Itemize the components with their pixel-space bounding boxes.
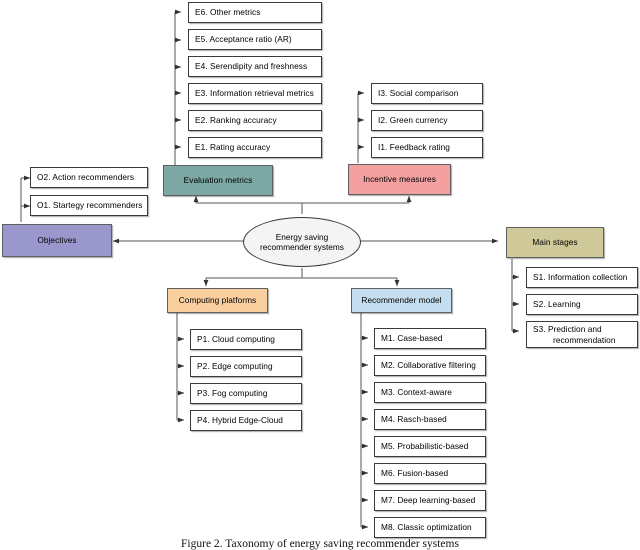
leaf-S1[interactable]: S1. Information collection	[526, 267, 638, 288]
leaf-O1-label: O1. Startegy recommenders	[37, 200, 143, 211]
category-computing-platforms-label: Computing platforms	[178, 295, 257, 306]
leaf-P1-label: P1. Cloud computing	[197, 334, 275, 345]
leaf-M6-label: M6. Fusion-based	[381, 468, 449, 479]
leaf-I2[interactable]: I2. Green currency	[371, 110, 483, 131]
leaf-S2-label: S2. Learning	[533, 299, 581, 310]
leaf-E6-label: E6. Other metrics	[195, 7, 261, 18]
leaf-P1[interactable]: P1. Cloud computing	[190, 329, 302, 350]
figure-caption: Figure 2. Taxonomy of energy saving reco…	[181, 538, 459, 550]
leaf-M7-label: M7. Deep learning-based	[381, 495, 476, 506]
leaf-E3[interactable]: E3. Information retrieval metrics	[188, 83, 322, 104]
leaf-O1[interactable]: O1. Startegy recommenders	[30, 195, 148, 216]
leaf-M1[interactable]: M1. Case-based	[374, 328, 486, 349]
leaf-S3[interactable]: S3. Prediction and recommendation	[526, 321, 638, 348]
category-objectives-label: Objectives	[37, 235, 77, 246]
leaf-E6[interactable]: E6. Other metrics	[188, 2, 322, 23]
leaf-M3[interactable]: M3. Context-aware	[374, 382, 486, 403]
category-main-stages[interactable]: Main stages	[506, 227, 604, 258]
leaf-S1-label: S1. Information collection	[533, 272, 628, 283]
leaf-O2[interactable]: O2. Action recommenders	[30, 167, 148, 188]
root-node-label: Energy saving recommender systems	[260, 231, 344, 252]
leaf-M6[interactable]: M6. Fusion-based	[374, 463, 486, 484]
leaf-E4[interactable]: E4. Serendipity and freshness	[188, 56, 322, 77]
leaf-S3-label: S3. Prediction and recommendation	[533, 324, 616, 345]
leaf-M4[interactable]: M4. Rasch-based	[374, 409, 486, 430]
leaf-S2[interactable]: S2. Learning	[526, 294, 638, 315]
leaf-I3-label: I3. Social comparison	[378, 88, 459, 99]
category-incentive-measures[interactable]: Incentive measures	[348, 164, 451, 195]
leaf-M8-label: M8. Classic optimization	[381, 522, 472, 533]
leaf-E2[interactable]: E2. Ranking accuracy	[188, 110, 322, 131]
category-recommender-model-label: Recommender model	[361, 295, 442, 306]
category-recommender-model[interactable]: Recommender model	[351, 288, 452, 313]
category-computing-platforms[interactable]: Computing platforms	[167, 288, 268, 313]
leaf-M5-label: M5. Probabilistic-based	[381, 441, 469, 452]
leaf-I1-label: I1. Feedback rating	[378, 142, 450, 153]
leaf-E4-label: E4. Serendipity and freshness	[195, 61, 308, 72]
leaf-M2-label: M2. Collaborative filtering	[381, 360, 476, 371]
leaf-M7[interactable]: M7. Deep learning-based	[374, 490, 486, 511]
category-evaluation-metrics[interactable]: Evaluation metrics	[163, 165, 273, 196]
leaf-I2-label: I2. Green currency	[378, 115, 448, 126]
leaf-P3[interactable]: P3. Fog computing	[190, 383, 302, 404]
leaf-E3-label: E3. Information retrieval metrics	[195, 88, 314, 99]
category-incentive-measures-label: Incentive measures	[363, 174, 436, 185]
leaf-P2[interactable]: P2. Edge computing	[190, 356, 302, 377]
leaf-O2-label: O2. Action recommenders	[37, 172, 135, 183]
leaf-M5[interactable]: M5. Probabilistic-based	[374, 436, 486, 457]
leaf-E5[interactable]: E5. Acceptance ratio (AR)	[188, 29, 322, 50]
leaf-M2[interactable]: M2. Collaborative filtering	[374, 355, 486, 376]
leaf-P4[interactable]: P4. Hybrid Edge-Cloud	[190, 410, 302, 431]
leaf-P4-label: P4. Hybrid Edge-Cloud	[197, 415, 283, 426]
leaf-M8[interactable]: M8. Classic optimization	[374, 517, 486, 538]
leaf-E1-label: E1. Rating accuracy	[195, 142, 271, 153]
leaf-P2-label: P2. Edge computing	[197, 361, 273, 372]
leaf-I1[interactable]: I1. Feedback rating	[371, 137, 483, 158]
category-objectives[interactable]: Objectives	[2, 224, 112, 257]
root-node-energy-saving-recommender-systems[interactable]: Energy saving recommender systems	[243, 217, 361, 267]
category-main-stages-label: Main stages	[532, 237, 578, 248]
leaf-E5-label: E5. Acceptance ratio (AR)	[195, 34, 292, 45]
leaf-M3-label: M3. Context-aware	[381, 387, 452, 398]
leaf-M4-label: M4. Rasch-based	[381, 414, 447, 425]
category-evaluation-metrics-label: Evaluation metrics	[183, 175, 253, 186]
leaf-I3[interactable]: I3. Social comparison	[371, 83, 483, 104]
leaf-E2-label: E2. Ranking accuracy	[195, 115, 277, 126]
leaf-M1-label: M1. Case-based	[381, 333, 443, 344]
leaf-E1[interactable]: E1. Rating accuracy	[188, 137, 322, 158]
leaf-P3-label: P3. Fog computing	[197, 388, 268, 399]
